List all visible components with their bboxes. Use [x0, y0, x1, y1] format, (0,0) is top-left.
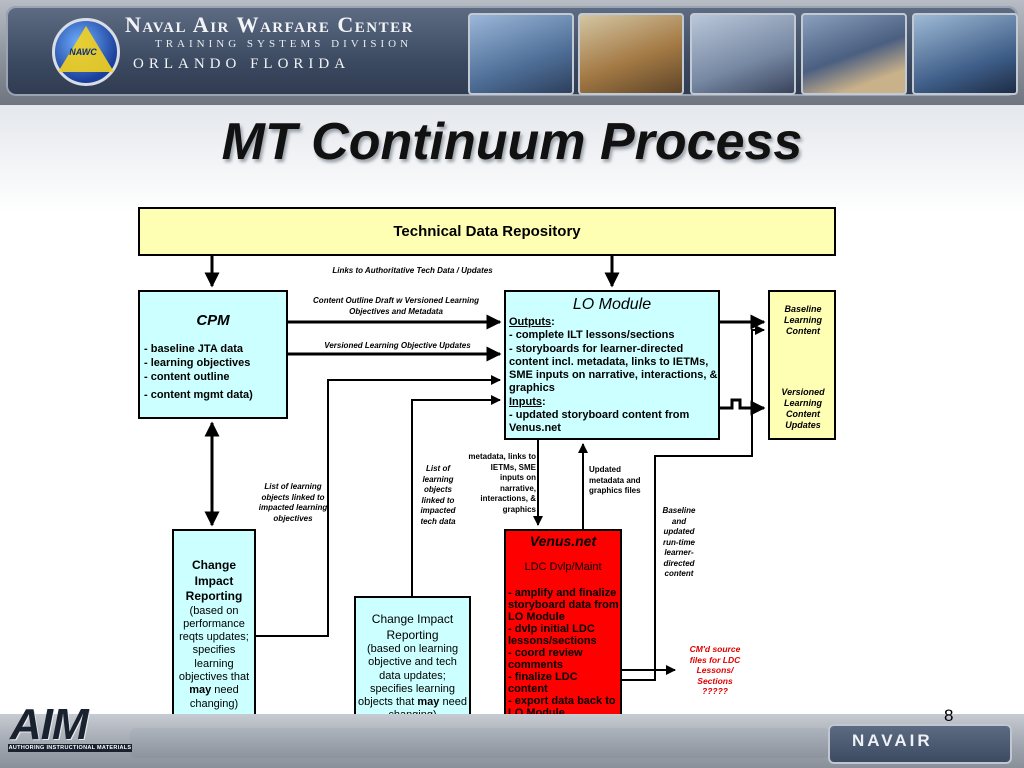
venus-item: - coord review comments	[508, 647, 583, 671]
navair-logo: NAVAIR	[852, 731, 933, 750]
header-photo-sailors	[801, 13, 907, 95]
label-baseline-runtime: Baseline and updated run-time learner-di…	[662, 506, 696, 578]
venus-item: - dvlp initial LDC lessons/sections	[508, 623, 597, 647]
label-metadata: metadata, links to IETMs, SME inputs on …	[468, 452, 536, 514]
technical-data-repository: Technical Data Repository	[138, 207, 836, 256]
navair-logo-panel	[828, 724, 1012, 764]
header-photo-aircraft	[578, 13, 684, 95]
cir1-emphasis: may	[189, 684, 212, 697]
lo-module-box: LO Module Outputs: - complete ILT lesson…	[504, 290, 720, 440]
baseline-learning-box: Baseline Learning Content Versioned Lear…	[768, 290, 836, 440]
page-number: 8	[944, 706, 954, 725]
cpm-items: - baseline JTA data - learning objective…	[144, 342, 253, 402]
baseline-learning-content: Baseline Learning Content	[783, 304, 822, 336]
aim-logo-subtitle: AUTHORING INSTRUCTIONAL MATERIALS	[8, 744, 132, 752]
venus-heading: Venus.net	[529, 533, 597, 549]
nawc-logo-triangle	[58, 26, 114, 72]
venus-items: - amplify and finalize storyboard data f…	[508, 587, 620, 719]
lo-input-item: - updated storyboard content from Venus.…	[509, 409, 690, 435]
header-photo-submarine	[912, 13, 1018, 95]
venus-subheading: LDC Dvlp/Maint	[524, 561, 602, 573]
cpm-item: - content mgmt data)	[144, 389, 253, 401]
org-name: Naval Air Warfare Center	[125, 12, 414, 37]
cir2-emphasis: may	[417, 696, 440, 709]
cpm-box: CPM - baseline JTA data - learning objec…	[138, 290, 288, 419]
lo-inputs-label: Inputs	[509, 395, 542, 408]
label-list-learning-objects: List of learning objects linked to impac…	[258, 482, 328, 523]
cpm-heading: CPM	[196, 312, 230, 329]
arrow-lo-versioned	[720, 398, 766, 416]
nawc-logo-text: NAWC	[69, 47, 97, 57]
cpm-item: - learning objectives	[144, 357, 251, 369]
lo-output-item: - storyboards for learner-directed conte…	[509, 342, 718, 395]
org-division: TRAINING SYSTEMS DIVISION	[155, 38, 413, 50]
cir1-text: (based on performance reqts updates; spe…	[178, 604, 250, 683]
cpm-item: - content outline	[144, 371, 230, 383]
label-list-of-learning-objects: List of learning objects linked to impac…	[420, 464, 456, 526]
lo-module-body: Outputs: - complete ILT lessons/sections…	[509, 316, 718, 435]
header-photo-ship	[690, 13, 796, 95]
versioned-learning-content: Versioned Learning Content Updates	[781, 387, 825, 430]
label-links-authoritative: Links to Authoritative Tech Data / Updat…	[332, 266, 493, 275]
aim-logo: AIM	[10, 700, 89, 749]
lo-outputs-label: Outputs	[509, 316, 552, 328]
slide-title: MT Continuum Process	[221, 113, 803, 171]
cpm-item: - baseline JTA data	[144, 343, 244, 355]
cir1-text-end: need changing)	[189, 684, 239, 710]
org-location: ORLANDO FLORIDA	[133, 56, 351, 72]
change-impact-reporting-techdata: Change Impact Reporting (based on learni…	[354, 596, 471, 736]
label-versioned-lo: Versioned Learning Objective Updates	[324, 341, 471, 350]
arrow-cir1-lo	[256, 375, 501, 637]
header-photo-jet	[468, 13, 574, 95]
arrow-cir2-lo	[411, 395, 501, 596]
label-updated-metadata: Updated metadata and graphics files	[589, 465, 641, 495]
arrow-venus-baseline	[622, 325, 765, 681]
label-cmd-source-files: CM'd source files for LDC Lessons/ Secti…	[689, 644, 741, 696]
footer-strip	[130, 728, 830, 758]
lo-module-heading: LO Module	[572, 296, 652, 313]
venus-net-box: Venus.net LDC Dvlp/Maint - amplify and f…	[504, 529, 622, 736]
venus-item: - finalize LDC content	[508, 671, 578, 695]
cir2-text: (based on learning objective and tech da…	[358, 643, 459, 709]
change-impact-reporting-performance: Change Impact Reporting (based on perfor…	[172, 529, 256, 736]
cir2-heading: Change Impact Reporting	[371, 612, 454, 642]
cir1-heading: Change Impact Reporting	[185, 558, 243, 603]
lo-output-item: - complete ILT lessons/sections	[509, 329, 675, 342]
label-content-outline: Content Outline Draft w Versioned Learni…	[313, 296, 479, 316]
venus-item: - amplify and finalize storyboard data f…	[508, 587, 619, 623]
